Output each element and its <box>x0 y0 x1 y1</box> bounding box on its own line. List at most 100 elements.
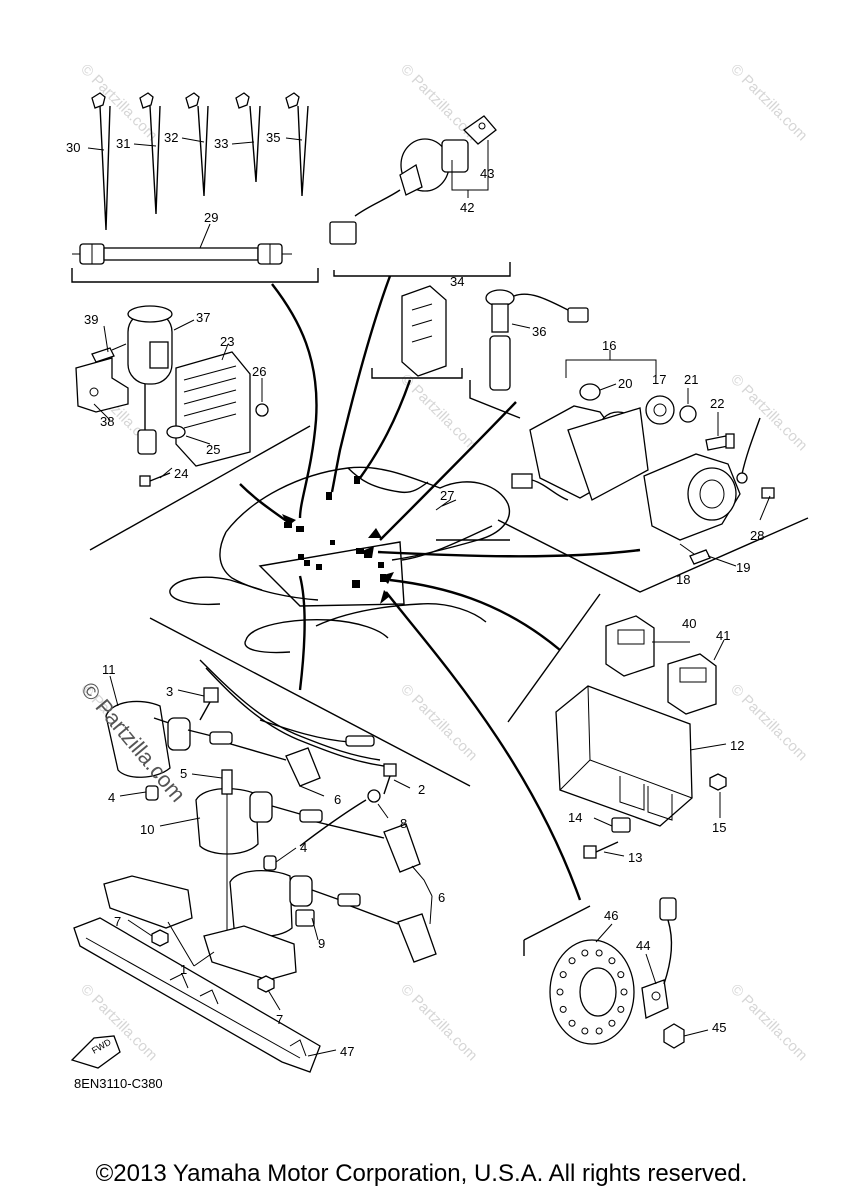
ignition-coil-9 <box>229 869 341 937</box>
rotor-46 <box>549 939 635 1045</box>
bolt-24 <box>139 472 171 487</box>
rotor-hole <box>617 971 625 979</box>
callout-4a: 4 <box>108 790 115 805</box>
cable-tie-35 <box>285 92 309 197</box>
rotor-hole <box>568 957 576 965</box>
callout-26: 26 <box>252 364 266 379</box>
callout-28: 28 <box>750 528 764 543</box>
rotor-hole <box>581 1027 589 1035</box>
callout-21: 21 <box>684 372 698 387</box>
rectifier-group <box>75 305 311 551</box>
watermark-tile: © Partzilla.com <box>397 981 480 1064</box>
callout-24: 24 <box>174 466 188 481</box>
callout-7b: 7 <box>276 1012 283 1027</box>
lead-wire-28 <box>736 417 775 499</box>
callout-18: 18 <box>676 572 690 587</box>
ignition-group: FWD <box>70 617 471 1073</box>
connection-lines <box>239 275 641 901</box>
guard-rail-47 <box>73 917 321 1073</box>
callout-30: 30 <box>66 140 80 155</box>
starter-motor <box>529 405 649 501</box>
nut-26 <box>255 403 269 417</box>
main-switch-group <box>329 115 511 277</box>
rotor-hole <box>568 1019 576 1027</box>
callout-33: 33 <box>214 136 228 151</box>
bolt-45 <box>663 1023 685 1049</box>
nut-7a <box>151 929 169 947</box>
rotor-hole <box>581 949 589 957</box>
callout-13: 13 <box>628 850 642 865</box>
watermark-tile: © Partzilla.com <box>397 681 480 764</box>
callout-32: 32 <box>164 130 178 145</box>
rotor-hole <box>595 1027 603 1035</box>
snowmobile-outline-27 <box>169 466 511 654</box>
callout-10: 10 <box>140 822 154 837</box>
callout-35: 35 <box>266 130 280 145</box>
connector-34 <box>371 285 463 379</box>
nut-7b <box>257 975 275 993</box>
bolt-22 <box>705 433 735 451</box>
callout-17: 17 <box>652 372 666 387</box>
rotor-group <box>523 897 709 1049</box>
callout-22: 22 <box>710 396 724 411</box>
callout-15: 15 <box>712 820 726 835</box>
main-switch <box>329 138 469 245</box>
sensor-36 <box>469 289 589 419</box>
callout-6a: 6 <box>334 792 341 807</box>
starter-group <box>497 350 809 593</box>
callout-47: 47 <box>340 1044 354 1059</box>
callout-4b: 4 <box>300 840 307 855</box>
callout-5: 5 <box>180 766 187 781</box>
gear-20 <box>579 383 601 401</box>
bolt-13 <box>583 841 619 859</box>
callout-9: 9 <box>318 936 325 951</box>
ecu-group <box>507 593 727 859</box>
bolt-19 <box>689 549 711 565</box>
nut-15 <box>709 773 727 791</box>
rotor-hole <box>617 1005 625 1013</box>
copyright-notice: ©2013 Yamaha Motor Corporation, U.S.A. A… <box>95 1160 748 1187</box>
nut-4a <box>145 785 159 801</box>
ignition-coil-10 <box>195 787 301 855</box>
ecu-12 <box>555 685 693 827</box>
callout-45: 45 <box>712 1020 726 1035</box>
callout-39: 39 <box>84 312 98 327</box>
component-markers <box>284 476 386 588</box>
callout-38: 38 <box>100 414 114 429</box>
callout-14: 14 <box>568 810 582 825</box>
callout-6b: 6 <box>438 890 445 905</box>
callout-37: 37 <box>196 310 210 325</box>
relay-40 <box>605 615 655 677</box>
cable-tie-33 <box>235 92 261 183</box>
diagram-code: 8EN3110-C380 <box>74 1076 163 1091</box>
cable-tie-31 <box>139 92 161 215</box>
callout-29: 29 <box>204 210 218 225</box>
washer-21 <box>679 405 697 423</box>
watermark-tile: © Partzilla.com <box>727 371 810 454</box>
rotor-hole <box>559 971 567 979</box>
cable-tie-group <box>71 92 319 283</box>
relay-41 <box>667 653 717 715</box>
rectifier-23 <box>175 351 251 467</box>
callout-31: 31 <box>116 136 130 151</box>
cable-tie-32 <box>185 92 209 197</box>
callout-1: 1 <box>180 962 187 977</box>
protector-tube-29 <box>72 243 292 265</box>
washer-25 <box>166 425 186 439</box>
callout-25: 25 <box>206 442 220 457</box>
callout-42: 42 <box>460 200 474 215</box>
callout-11: 11 <box>102 662 116 677</box>
rotor-hole <box>556 988 564 996</box>
wire-harness-5 <box>199 659 385 940</box>
callout-3: 3 <box>166 684 173 699</box>
callout-16: 16 <box>602 338 616 353</box>
grommet-14 <box>611 817 631 833</box>
gear-17 <box>645 395 675 425</box>
nut-4b <box>263 855 277 871</box>
fwd-arrow: FWD <box>70 1035 121 1069</box>
condenser-37 <box>127 305 173 455</box>
callout-41: 41 <box>716 628 730 643</box>
callout-40: 40 <box>682 616 696 631</box>
rotor-hole <box>559 1005 567 1013</box>
